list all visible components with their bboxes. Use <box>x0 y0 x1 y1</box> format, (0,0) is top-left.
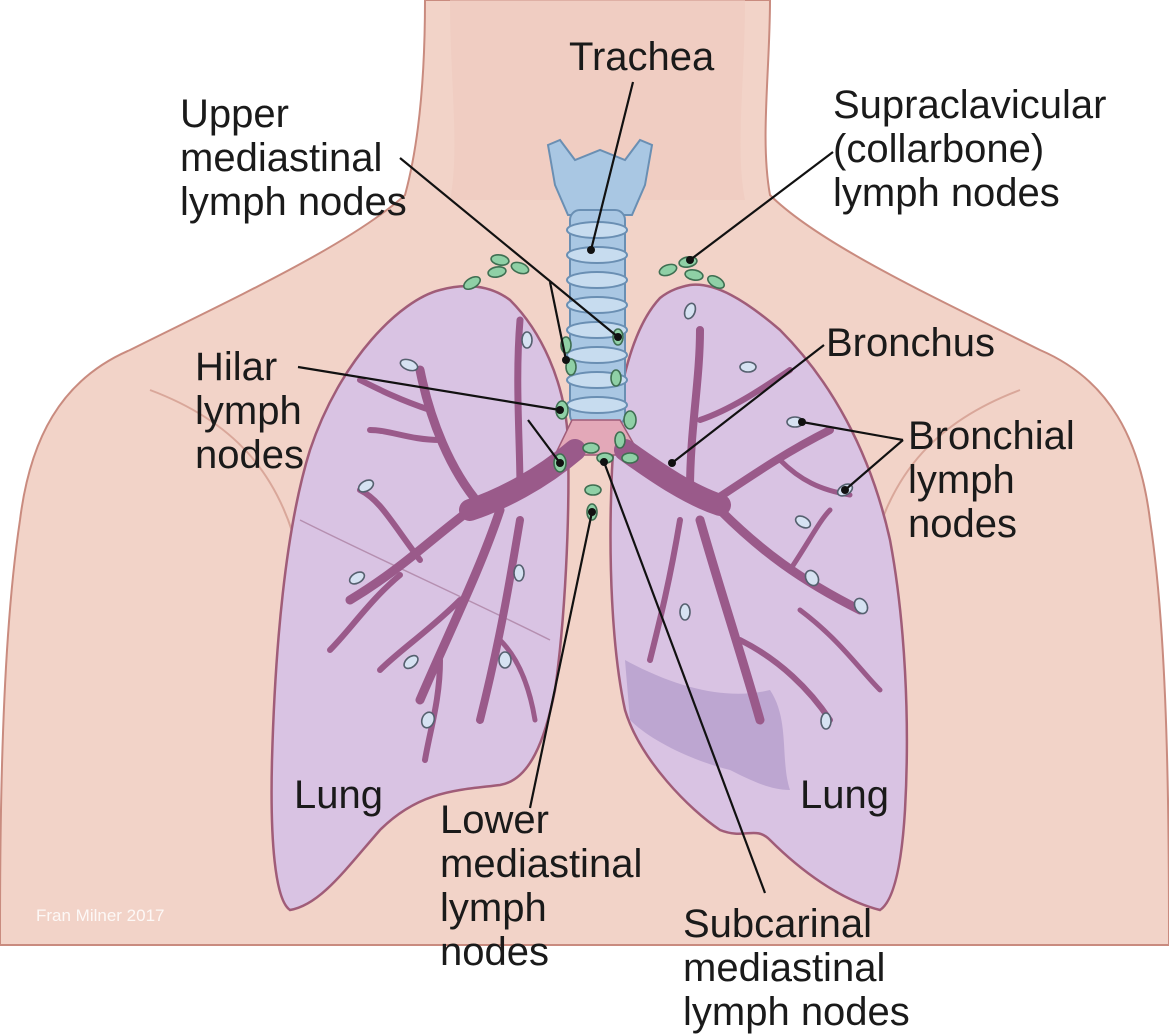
label-line: lymph nodes <box>833 171 1060 215</box>
label-line: lymph nodes <box>180 180 407 224</box>
label-line: Lower <box>440 798 549 842</box>
leader-dot <box>686 256 694 264</box>
lymph-node <box>821 713 831 729</box>
trachea-ring <box>567 247 627 263</box>
label-line: Upper <box>180 92 289 136</box>
label-line: mediastinal <box>180 136 382 180</box>
lymph-node <box>740 362 756 372</box>
leader-dot <box>600 458 608 466</box>
trachea-ring <box>567 272 627 288</box>
artist-credit: Fran Milner 2017 <box>36 906 165 925</box>
leader-dot <box>588 508 596 516</box>
trachea-tube <box>570 210 625 425</box>
lymph-node <box>583 443 599 453</box>
lymph-node <box>624 411 636 429</box>
label-line: Subcarinal <box>683 902 872 946</box>
label-line: mediastinal <box>440 842 642 886</box>
leader-dot <box>556 406 564 414</box>
lymph-node <box>522 332 532 348</box>
lymph-node <box>680 604 690 620</box>
leader-dot <box>614 333 622 341</box>
larynx <box>548 140 652 215</box>
trachea-ring <box>567 397 627 413</box>
lymph-node <box>611 370 621 386</box>
leader-dot <box>668 459 676 467</box>
leader-dot <box>841 486 849 494</box>
leader-dot <box>562 356 570 364</box>
lymph-node <box>615 432 625 448</box>
lymph-node <box>499 652 511 668</box>
label-subcarinal: Subcarinal mediastinal lymph nodes <box>683 902 910 1034</box>
label-line: lymph nodes <box>683 990 910 1034</box>
label-line: nodes <box>195 433 304 477</box>
label-supraclavicular: Supraclavicular (collarbone) lymph nodes <box>833 83 1118 215</box>
leader-dot <box>587 246 595 254</box>
label-bronchus: Bronchus <box>826 321 995 365</box>
label-line: Hilar <box>195 345 277 389</box>
label-lung-left: Lung <box>294 773 383 817</box>
label-upper-mediastinal: Upper mediastinal lymph nodes <box>180 92 407 224</box>
label-line: lymph <box>195 389 302 433</box>
label-line: Supraclavicular <box>833 83 1106 127</box>
label-line: lymph <box>908 458 1015 502</box>
label-line: (collarbone) <box>833 127 1044 171</box>
leader-dot <box>798 418 806 426</box>
label-trachea: Trachea <box>569 35 715 79</box>
trachea-ring <box>567 347 627 363</box>
label-line: lymph <box>440 886 547 930</box>
lymph-node <box>514 565 524 581</box>
trachea-ring <box>567 297 627 313</box>
lymph-node <box>585 485 601 495</box>
leader-dot <box>556 459 564 467</box>
label-line: nodes <box>440 930 549 974</box>
label-line: Bronchial <box>908 414 1075 458</box>
label-lung-right: Lung <box>800 773 889 817</box>
left-branch <box>518 320 520 490</box>
label-line: mediastinal <box>683 946 885 990</box>
lymph-node <box>622 453 638 463</box>
label-line: nodes <box>908 502 1017 546</box>
